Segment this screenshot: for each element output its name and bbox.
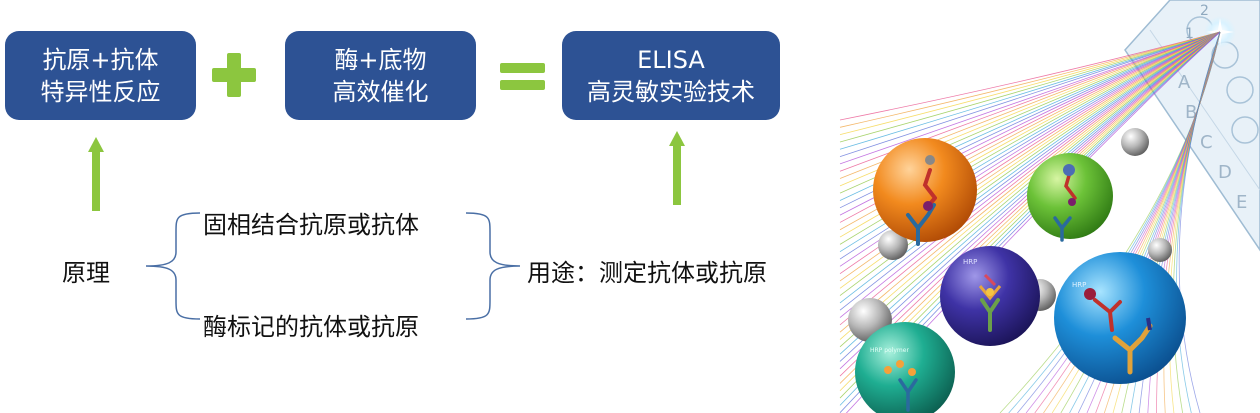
light-ray <box>839 31 1221 165</box>
box-line2: 高效催化 <box>332 77 429 106</box>
light-ray <box>1178 31 1221 413</box>
light-ray <box>839 31 1221 143</box>
green-sphere <box>1027 153 1113 242</box>
enzyme-labeled-item: 酶标记的抗体或抗原 <box>203 313 419 341</box>
orange-sphere <box>873 138 977 246</box>
bead <box>1121 128 1149 156</box>
light-ray <box>839 31 1221 326</box>
enzyme-label: HRP <box>963 258 977 266</box>
usage-label: 用途：测定抗体或抗原 <box>527 259 767 287</box>
bead <box>878 230 908 260</box>
bead <box>1148 238 1172 262</box>
elisa-box: ELISA 高灵敏实验技术 <box>562 31 780 120</box>
plus-icon <box>212 53 256 97</box>
light-ray <box>839 31 1221 128</box>
box-line1: 酶+底物 <box>334 45 427 74</box>
plate-label: C <box>1200 132 1213 153</box>
light-ray <box>839 31 1221 318</box>
light-ray <box>839 31 1221 311</box>
purple-sphere: HRP <box>940 246 1040 346</box>
light-ray <box>839 31 1221 157</box>
principle-label: 原理 <box>62 259 110 287</box>
box-line1: 抗原+抗体 <box>42 45 159 74</box>
enzyme-label: HRP <box>1072 281 1086 289</box>
light-ray <box>839 31 1221 150</box>
left-brace <box>145 212 201 320</box>
teal-sphere: HRP polymer <box>855 322 955 413</box>
up-arrow-left-icon <box>88 137 104 211</box>
blue-sphere: HRP <box>1054 252 1186 384</box>
plate-label: E <box>1236 192 1247 213</box>
box-line2: 高灵敏实验技术 <box>587 77 755 106</box>
right-brace <box>465 212 521 320</box>
solid-phase-item: 固相结合抗原或抗体 <box>203 211 419 239</box>
antigen-antibody-box: 抗原+抗体 特异性反应 <box>5 31 196 120</box>
box-line1: ELISA <box>637 45 705 74</box>
plate-label: 1 <box>1185 26 1194 42</box>
light-ray <box>839 31 1221 136</box>
enzyme-substrate-box: 酶+底物 高效催化 <box>285 31 476 120</box>
plate-label: D <box>1218 162 1232 183</box>
plate-label: A <box>1178 72 1191 93</box>
diagram-connectors <box>88 53 685 320</box>
equals-icon <box>500 63 545 90</box>
light-ray <box>839 31 1221 121</box>
up-arrow-right-icon <box>669 131 685 205</box>
plate-label: 2 <box>1200 3 1209 19</box>
box-line2: 特异性反应 <box>40 77 161 106</box>
enzyme-label: HRP polymer <box>870 347 909 354</box>
